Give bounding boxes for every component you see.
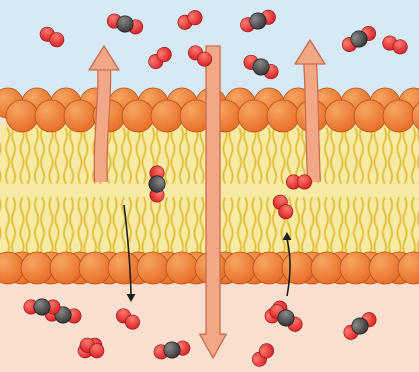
carbon-atom — [34, 299, 50, 315]
phospholipid-head — [166, 252, 198, 284]
phospholipid-head — [311, 252, 343, 284]
phospholipid-head — [6, 100, 38, 132]
phospholipid-head — [224, 252, 256, 284]
carbon-atom — [149, 176, 165, 192]
phospholipid-head — [35, 100, 67, 132]
phospholipid-head — [325, 100, 357, 132]
o2-molecule — [286, 175, 311, 189]
phospholipid-head — [340, 252, 372, 284]
co2-molecule — [149, 166, 165, 202]
phospholipid-head — [50, 252, 82, 284]
phospholipid-head — [64, 100, 96, 132]
phospholipid-head — [354, 100, 386, 132]
oxygen-atom — [297, 175, 311, 189]
phospholipid-head — [267, 100, 299, 132]
phospholipid-head — [282, 252, 314, 284]
phospholipid-head — [383, 100, 415, 132]
phospholipid-head — [122, 100, 154, 132]
phospholipid-head — [137, 252, 169, 284]
phospholipid-head — [238, 100, 270, 132]
phospholipid-head — [253, 252, 285, 284]
phospholipid-head — [21, 252, 53, 284]
phospholipid-head — [79, 252, 111, 284]
phospholipid-head — [108, 252, 140, 284]
arrow-shaft — [310, 62, 314, 182]
co2-molecule — [24, 299, 60, 315]
phospholipid-head — [369, 252, 401, 284]
arrow-shaft — [101, 68, 105, 182]
phospholipid-head — [151, 100, 183, 132]
